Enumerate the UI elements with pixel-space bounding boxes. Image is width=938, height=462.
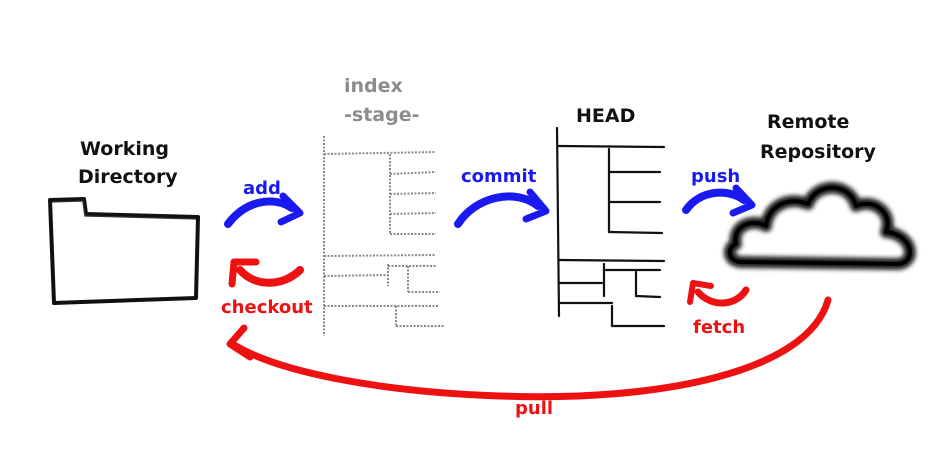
push-label: push [691,166,740,187]
folder-icon [48,197,200,305]
fetch-label: fetch [693,317,745,338]
pull-arrow: pull [226,296,832,419]
remote-label-line1: Remote [767,111,849,133]
commit-label: commit [461,166,537,187]
head-label: HEAD [576,105,635,127]
stage-label: -stage- [344,104,419,126]
index-label: index [344,75,403,97]
head-tree-icon [555,126,666,328]
index-tree-icon [323,136,444,336]
add-label: add [243,178,281,199]
working-directory-node: Working Directory [48,138,200,305]
head-node: HEAD [555,105,666,328]
commit-arrow: commit [454,166,550,228]
working-directory-label-line2: Directory [78,166,178,188]
remote-repository-node: Remote Repository [723,111,916,270]
cloud-icon [723,181,916,270]
checkout-arrow: checkout [221,258,313,318]
checkout-label: checkout [221,297,313,318]
working-directory-label-line1: Working [80,138,169,160]
fetch-arrow: fetch [687,280,750,338]
index-node: index -stage- [323,75,444,336]
pull-label: pull [515,398,553,419]
push-arrow: push [682,166,756,217]
add-arrow: add [224,178,304,228]
remote-label-line2: Repository [760,141,876,163]
